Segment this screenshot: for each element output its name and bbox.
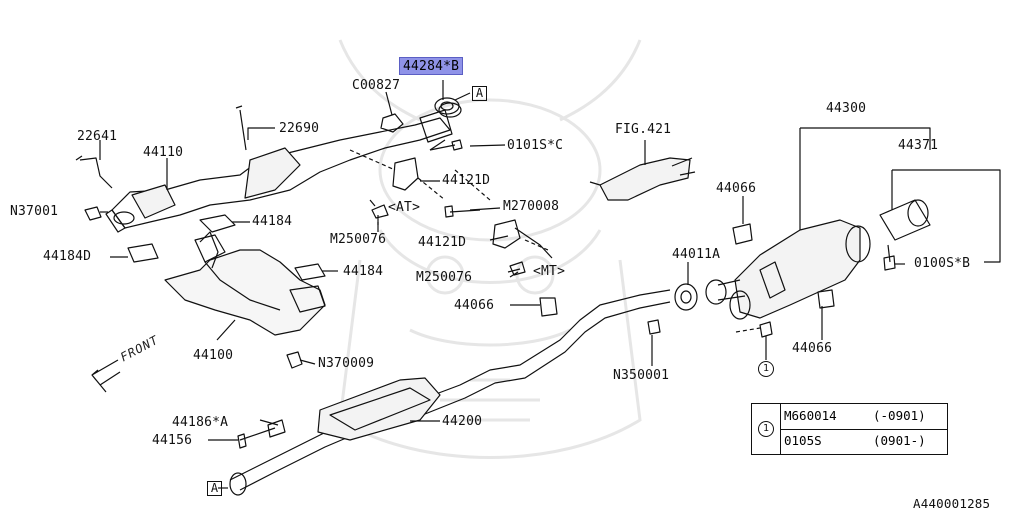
part-label-m250076-b[interactable]: M250076 (416, 270, 473, 285)
part-label-44184-top[interactable]: 44184 (252, 214, 293, 229)
part-label-44184-mid[interactable]: 44184 (343, 264, 384, 279)
part-label-n37001[interactable]: N37001 (10, 204, 59, 219)
legend-date-range: (-0901) (873, 408, 926, 423)
ref-a-box-top: A (472, 86, 487, 101)
legend-part-code: M660014 (784, 408, 837, 423)
part-label-m250076-a[interactable]: M250076 (330, 232, 387, 247)
part-label-44184D[interactable]: 44184D (43, 249, 92, 264)
variant-label-mt: <MT> (533, 264, 566, 279)
part-label-c00827[interactable]: C00827 (352, 78, 401, 93)
part-label-44371[interactable]: 44371 (898, 138, 939, 153)
part-label-44100[interactable]: 44100 (193, 348, 234, 363)
part-label-44066-right[interactable]: 44066 (792, 341, 833, 356)
legend-ref-marker: 1 (758, 361, 774, 377)
legend-part-code: 0105S (784, 433, 822, 448)
part-label-44011A[interactable]: 44011A (672, 247, 721, 262)
part-label-44121D-top[interactable]: 44121D (442, 173, 491, 188)
variant-label-at: <AT> (388, 200, 421, 215)
legend-row[interactable]: 0105S (0901-) (781, 429, 947, 454)
part-label-0100SB[interactable]: 0100S*B (914, 256, 971, 271)
part-label-n350001[interactable]: N350001 (613, 368, 670, 383)
legend-date-range: (0901-) (873, 433, 926, 448)
part-label-22690[interactable]: 22690 (279, 121, 320, 136)
part-label-44300[interactable]: 44300 (826, 101, 867, 116)
part-label-44066-top[interactable]: 44066 (716, 181, 757, 196)
ref-a-box-bottom: A (207, 481, 222, 496)
part-label-44200[interactable]: 44200 (442, 414, 483, 429)
part-label-44121D-mid[interactable]: 44121D (418, 235, 467, 250)
part-label-44066-mid[interactable]: 44066 (454, 298, 495, 313)
part-label-0101SC[interactable]: 0101S*C (507, 138, 564, 153)
part-label-22641[interactable]: 22641 (77, 129, 118, 144)
diagram-id: A440001285 (913, 496, 991, 511)
part-label-n370009[interactable]: N370009 (318, 356, 375, 371)
part-label-44156[interactable]: 44156 (152, 433, 193, 448)
part-label-fig421[interactable]: FIG.421 (615, 122, 672, 137)
part-label-44110[interactable]: 44110 (143, 145, 184, 160)
legend-ref-circle: 1 (758, 421, 774, 437)
legend-ref-cell: 1 (752, 404, 781, 454)
part-label-44186A[interactable]: 44186*A (172, 415, 229, 430)
part-label-44284B[interactable]: 44284*B (399, 57, 464, 75)
part-label-m270008[interactable]: M270008 (503, 199, 560, 214)
variant-legend-table: 1 M660014 (-0901) 0105S (0901-) (751, 403, 948, 455)
legend-row[interactable]: M660014 (-0901) (781, 404, 947, 430)
